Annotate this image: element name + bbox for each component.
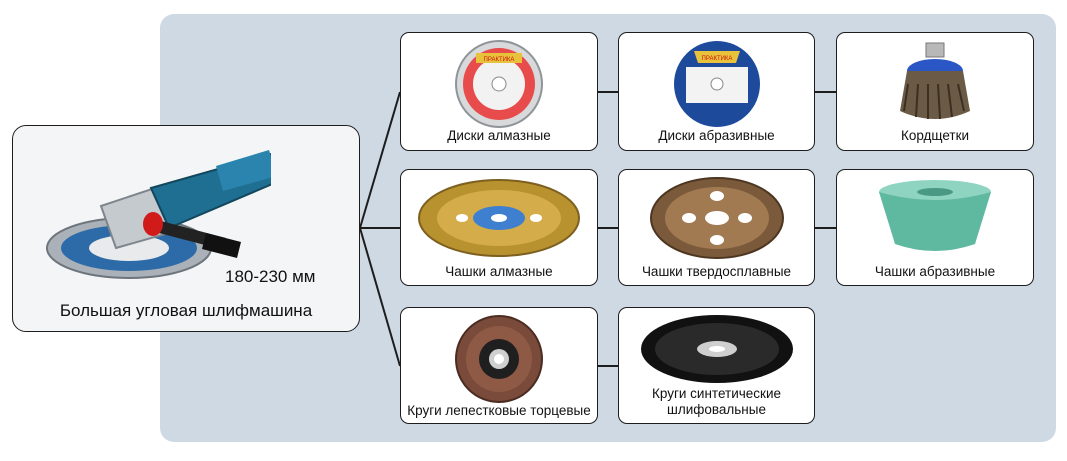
card-abrasive-cups[interactable]: Чашки абразивные [836,169,1034,286]
tool-size: 180-230 мм [225,267,316,286]
label-diamond-cups: Чашки алмазные [445,264,553,279]
carbide-cup-icon [649,177,784,259]
abrasive-cup-icon [879,180,991,251]
label-abrasive-discs: Диски абразивные [658,128,775,143]
card-flap-discs[interactable]: Круги лепестковые торцевые [400,307,598,424]
card-synthetic-discs[interactable]: Круги синтетические шлифовальные [618,307,815,424]
label-diamond-discs: Диски алмазные [447,128,551,143]
diamond-disc-icon: ПРАКТИКА [455,40,543,128]
card-diamond-discs[interactable]: ПРАКТИКА Диски алмазные [400,32,598,151]
disc-brand-text-2: ПРАКТИКА [701,56,732,62]
wire-cup-brush-icon [900,42,970,120]
disc-brand-text: ПРАКТИКА [484,57,515,63]
label-abrasive-cups: Чашки абразивные [874,264,996,279]
card-carbide-cups[interactable]: Чашки твердосплавные [618,169,815,286]
synthetic-disc-icon [640,315,793,383]
main-tool-card: 180-230 мм Большая угловая шлифмашина [12,125,360,332]
card-wire-brushes[interactable]: Кордщетки [836,32,1034,151]
angle-grinder-icon [46,150,271,279]
tool-name: Большая угловая шлифмашина [59,301,313,320]
flap-disc-icon [455,315,543,403]
abrasive-disc-icon: ПРАКТИКА [673,41,760,127]
card-abrasive-discs[interactable]: ПРАКТИКА Диски абразивные [618,32,815,151]
label-wire-brushes: Кордщетки [900,128,970,143]
diamond-cup-icon [418,179,580,257]
label-carbide-cups: Чашки твердосплавные [641,264,792,279]
label-synthetic-discs: Круги синтетические шлифовальные [652,386,781,417]
label-flap-discs: Круги лепестковые торцевые [407,403,591,418]
card-diamond-cups[interactable]: Чашки алмазные [400,169,598,286]
